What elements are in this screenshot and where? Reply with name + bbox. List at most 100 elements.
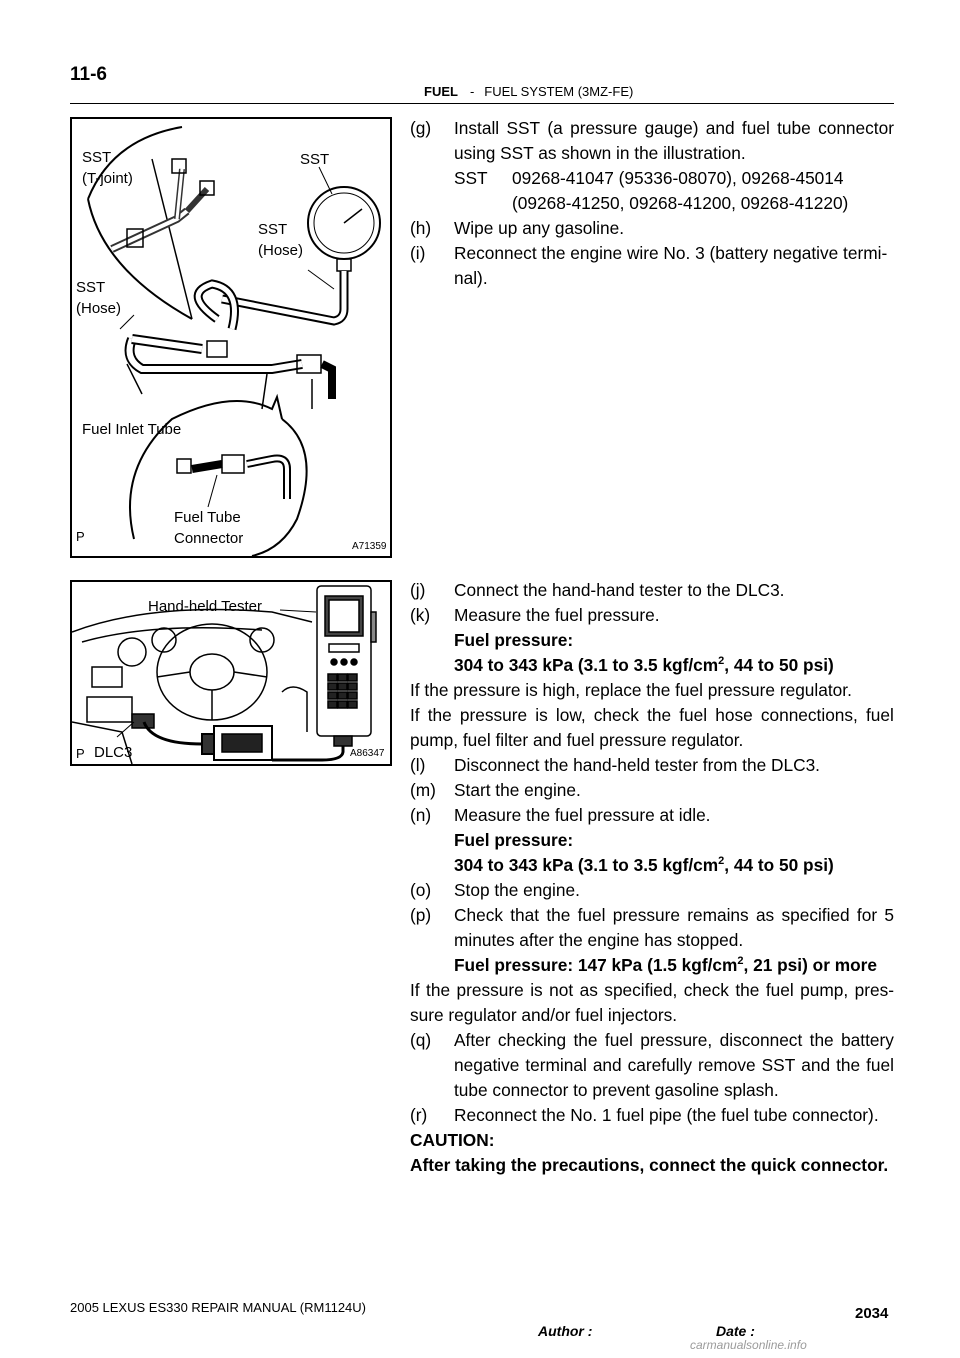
section-title: FUEL — [424, 84, 458, 99]
footer-date-label: Date : — [716, 1323, 755, 1339]
note-high: If the pressure is high, replace the fue… — [410, 678, 894, 703]
step-text: Measure the fuel pressure at idle. — [454, 805, 711, 825]
step-marker: (j) — [410, 580, 426, 600]
spec-value: 304 to 343 kPa (3.1 to 3.5 kgf/cm2, 44 t… — [410, 653, 894, 678]
footer-page-id: 2034 — [855, 1305, 889, 1322]
step-text: Reconnect the No. 1 fuel pipe (the fuel … — [454, 1105, 879, 1125]
step-marker: (q) — [410, 1030, 432, 1050]
spec-value-text: Fuel pressure: 147 kPa (1.5 kgf/cm — [454, 955, 738, 975]
label-line: Connector — [174, 530, 244, 547]
step-o: (o) Stop the engine. — [410, 878, 894, 903]
figure-p-mark: P — [76, 746, 85, 761]
caution-text: After taking the precautions, connect th… — [410, 1153, 894, 1178]
section-dash: - — [469, 84, 475, 99]
figure-fuel-pressure-gauge: SST (T-joint) SST SST (Hose) SST (Hose) … — [70, 117, 392, 558]
label-line: (T-joint) — [82, 170, 133, 187]
spec-sup: 2 — [718, 855, 725, 867]
step-marker: (n) — [410, 805, 432, 825]
label-fuel-inlet-tube: Fuel Inlet Tube — [82, 421, 182, 438]
spec-label: Fuel pressure: — [410, 828, 894, 853]
spec-label: Fuel pressure: — [410, 628, 894, 653]
label-line: SST — [76, 279, 106, 296]
step-n: (n) Measure the fuel pressure at idle. — [410, 803, 894, 828]
note-text: sure regulator and/or fuel injectors. — [410, 1005, 678, 1025]
step-i: (i) Reconnect the engine wire No. 3 (bat… — [410, 241, 894, 266]
step-m: (m) Start the engine. — [410, 778, 894, 803]
step-marker: (k) — [410, 605, 431, 625]
label-line: SST — [258, 221, 288, 238]
dashboard-tester-illustration — [72, 585, 377, 764]
footer-manual-title: 2005 LEXUS ES330 REPAIR MANUAL (RM1124U) — [70, 1300, 366, 1315]
step-marker: (r) — [410, 1105, 428, 1125]
step-j: (j) Connect the hand-hand tester to the … — [410, 578, 894, 603]
subsection-title: FUEL SYSTEM (3MZ-FE) — [484, 84, 634, 99]
fuel-system-illustration — [87, 126, 381, 556]
note-low-2: pump, fuel filter and fuel pressure regu… — [410, 728, 894, 753]
step-k: (k) Measure the fuel pressure. — [410, 603, 894, 628]
spec-tail: , 44 to 50 psi) — [724, 855, 834, 875]
step-text-cont: nal). — [454, 268, 488, 288]
spec-sup: 2 — [718, 655, 725, 667]
caution-body: After taking the precautions, connect th… — [410, 1155, 889, 1175]
spec-sup: 2 — [737, 955, 744, 967]
step-r: (r) Reconnect the No. 1 fuel pipe (the f… — [410, 1103, 894, 1128]
step-text: Disconnect the hand-held tester from the… — [454, 755, 820, 775]
label-fuel-tube-connector: Fuel Tube Connector — [174, 507, 243, 549]
step-marker: (i) — [410, 243, 426, 263]
step-text-cont: tube connector to prevent gasoline splas… — [454, 1080, 779, 1100]
note-text: pump, fuel filter and fuel pressure regu… — [410, 730, 744, 750]
label-sst-hose-right: SST (Hose) — [258, 219, 303, 261]
sst-numbers: 09268-41047 (95336-08070), 09268-45014 — [512, 168, 844, 188]
step-text: Stop the engine. — [454, 880, 580, 900]
step-h: (h) Wipe up any gasoline. — [410, 216, 894, 241]
step-marker: (g) — [410, 118, 432, 138]
spec-tail: , 44 to 50 psi) — [724, 655, 834, 675]
step-marker: (p) — [410, 905, 432, 925]
step-marker: (l) — [410, 755, 426, 775]
step-marker: (h) — [410, 218, 432, 238]
label-sst-hose-left: SST (Hose) — [76, 277, 121, 319]
label-line: SST — [82, 149, 112, 166]
sst-numbers-sub: (09268-41250, 09268-41200, 09268-41220) — [512, 193, 849, 213]
label-line: (Hose) — [76, 300, 122, 317]
label-hand-held-tester: Hand-held Tester — [148, 598, 262, 615]
spec-label-text: Fuel pressure: — [454, 830, 574, 850]
running-head: FUEL-FUEL SYSTEM (3MZ-FE) — [424, 84, 633, 99]
label-line: Fuel Tube — [174, 509, 241, 526]
label-sst-gauge: SST — [300, 151, 330, 168]
label-line: (Hose) — [258, 242, 304, 259]
step-text: Reconnect the engine wire No. 3 (battery… — [454, 243, 888, 263]
caution-label-text: CAUTION: — [410, 1130, 495, 1150]
spec-label-text: Fuel pressure: — [454, 630, 574, 650]
spec-value-text: 304 to 343 kPa (3.1 to 3.5 kgf/cm — [454, 855, 719, 875]
step-marker: (m) — [410, 780, 436, 800]
sst-line-1: SST 09268-41047 (95336-08070), 09268-450… — [410, 166, 894, 191]
spec-value-text: 304 to 343 kPa (3.1 to 3.5 kgf/cm — [454, 655, 719, 675]
step-text: Connect the hand-hand tester to the DLC3… — [454, 580, 785, 600]
step-l: (l) Disconnect the hand-held tester from… — [410, 753, 894, 778]
figure-code: A86347 — [350, 748, 385, 759]
note-not-spec-2: sure regulator and/or fuel injectors. — [410, 1003, 894, 1028]
note-text: If the pressure is high, replace the fue… — [410, 680, 852, 700]
figure-p-mark: P — [76, 529, 85, 544]
steps-j-to-r: (j) Connect the hand-hand tester to the … — [410, 578, 894, 1178]
step-text: Measure the fuel pressure. — [454, 605, 660, 625]
page-number: 11-6 — [70, 64, 107, 85]
step-text-cont: using SST as shown in the illustration. — [454, 143, 746, 163]
figure-code: A71359 — [352, 541, 387, 552]
label-sst-tjoint: SST (T-joint) — [82, 147, 133, 189]
caution-label: CAUTION: — [410, 1128, 894, 1153]
sst-label: SST — [454, 168, 488, 188]
label-dlc3: DLC3 — [94, 744, 133, 761]
